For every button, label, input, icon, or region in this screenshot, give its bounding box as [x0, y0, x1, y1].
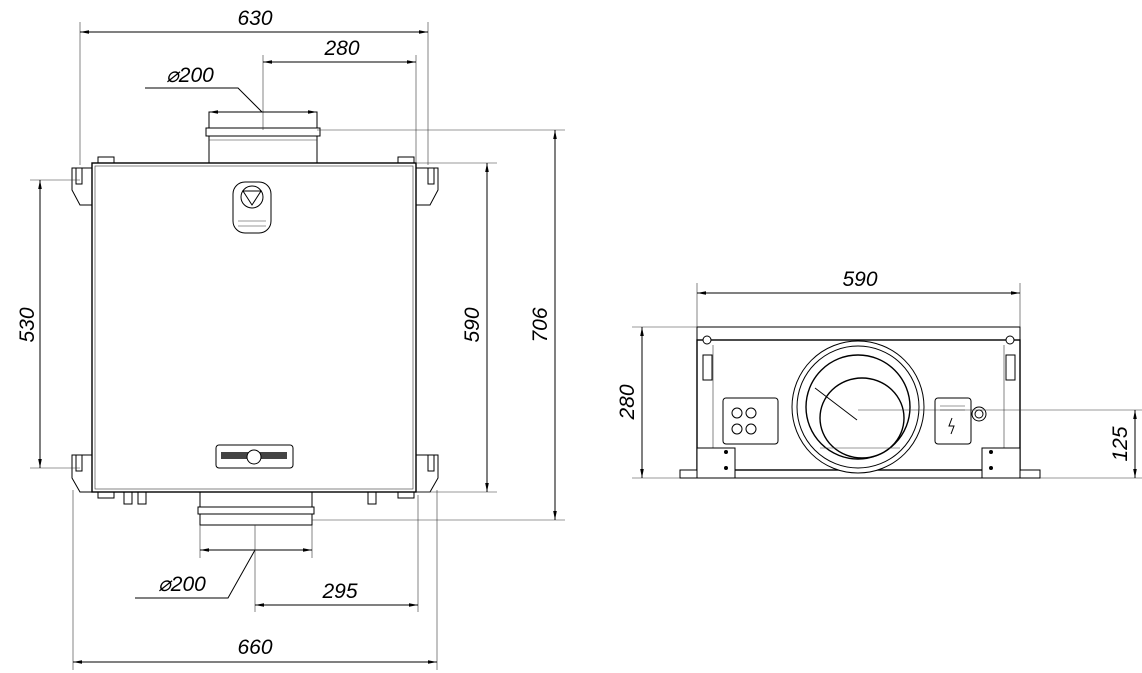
bottom-duct-collar — [197, 491, 315, 526]
filter-label-plate — [232, 181, 272, 234]
side-view: 590 280 125 — [616, 268, 1142, 479]
dim-660: 660 — [237, 636, 272, 659]
dim-125: 125 — [1109, 426, 1132, 461]
latch-right — [1005, 335, 1016, 381]
dim-280-side: 280 — [616, 384, 639, 420]
dim-295: 295 — [321, 580, 357, 603]
dim-530: 530 — [16, 307, 39, 342]
dim-diameter-bottom: ⌀200 — [158, 573, 206, 596]
dim-630: 630 — [237, 7, 272, 30]
dim-706: 706 — [529, 307, 552, 342]
dim-diameter-top: ⌀200 — [166, 64, 214, 87]
brand-logo-plate — [215, 444, 294, 469]
duct-connection — [791, 340, 925, 474]
power-panel-right — [934, 397, 987, 445]
dim-590-height: 590 — [461, 307, 484, 342]
front-view: 630 280 ⌀200 530 590 706 ⌀200 295 660 — [16, 7, 565, 670]
connection-panel-left — [722, 397, 779, 445]
dim-280-top: 280 — [323, 37, 359, 60]
latch-left — [702, 335, 713, 381]
dim-590-side: 590 — [842, 268, 877, 291]
